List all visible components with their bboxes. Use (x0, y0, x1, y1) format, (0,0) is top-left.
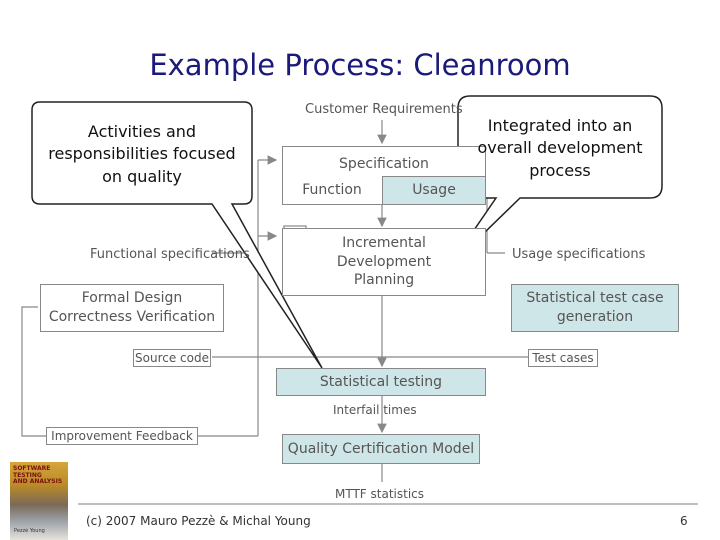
source-code-box: Source code (133, 349, 211, 367)
statistical-testing-box: Statistical testing (276, 368, 486, 396)
callout-left-bubble (31, 101, 323, 369)
mttf-statistics-label: MTTF statistics (335, 487, 425, 501)
function-label: Function (302, 182, 362, 199)
book-cover-title: SOFTWARE TESTING AND ANALYSIS (13, 465, 63, 486)
quality-certification-box: Quality Certification Model (282, 434, 480, 464)
slide-title: Example Process: Cleanroom (149, 48, 571, 82)
book-cover-image: SOFTWARE TESTING AND ANALYSIS Pezzè Youn… (10, 462, 68, 540)
feedback-rail-left (21, 306, 46, 437)
footer-copyright: (c) 2007 Mauro Pezzè & Michal Young (86, 514, 311, 528)
usage-label: Usage (412, 182, 456, 199)
usage-specifications-label: Usage specifications (512, 247, 646, 262)
functional-specifications-label: Functional specifications (90, 247, 250, 262)
function-cell: Function (282, 176, 382, 205)
improvement-feedback-box: Improvement Feedback (46, 427, 198, 445)
specification-label: Specification (339, 156, 429, 172)
test-cases-box: Test cases (528, 349, 598, 367)
formal-design-box: Formal Design Correctness Verification (40, 284, 224, 332)
incremental-planning-box: Incremental Development Planning (282, 228, 486, 296)
statistical-test-generation-box: Statistical test case generation (511, 284, 679, 332)
book-cover-authors: Pezzè Young (14, 528, 45, 534)
page-number: 6 (680, 514, 688, 528)
callout-left-text: Activities and responsibilities focused … (48, 122, 236, 186)
interfail-times-label: Interfail times (333, 403, 417, 417)
callout-right-text: Integrated into an overall development p… (477, 116, 643, 180)
customer-requirements-label: Customer Requirements (305, 102, 463, 117)
usage-cell: Usage (382, 176, 486, 205)
